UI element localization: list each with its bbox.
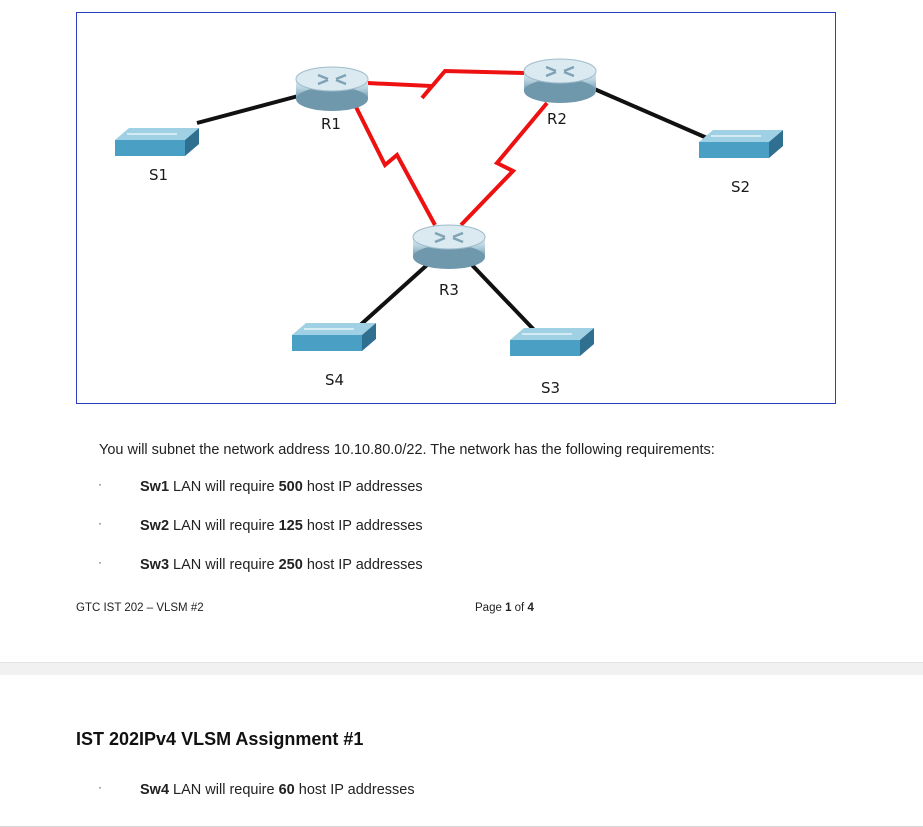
- document-page-2: IST 202IPv4 VLSM Assignment #1 · Sw4 LAN…: [0, 675, 923, 827]
- document-page-1: S1 R1 R2 S2 R3 S4 S3 You will subnet the…: [76, 12, 836, 614]
- link-r1-r3: [353, 104, 437, 226]
- page-separator: [0, 662, 923, 676]
- label-s4: S4: [325, 371, 344, 389]
- label-s3: S3: [541, 379, 560, 397]
- link-r3-s4: [355, 263, 429, 330]
- router-icon: [295, 66, 369, 111]
- network-topology-diagram: S1 R1 R2 S2 R3 S4 S3: [76, 12, 836, 404]
- switch-icon: [115, 128, 199, 156]
- label-s1: S1: [149, 166, 168, 184]
- requirement-text: Sw3 LAN will require 250 host IP address…: [140, 557, 423, 573]
- footer-page-number: Page 1 of 4: [475, 602, 534, 614]
- footer-course-label: GTC IST 202 – VLSM #2: [76, 602, 204, 614]
- ethernet-links: [196, 86, 708, 335]
- requirement-text: Sw1 LAN will require 500 host IP address…: [140, 479, 423, 495]
- bullet-icon: ·: [98, 555, 102, 569]
- page-title: IST 202IPv4 VLSM Assignment #1: [76, 729, 364, 749]
- intro-text: You will subnet the network address 10.1…: [99, 442, 715, 458]
- router-icon: [412, 224, 486, 269]
- link-r3-s3: [470, 263, 539, 335]
- label-r1: R1: [321, 115, 341, 133]
- label-s2: S2: [731, 178, 750, 196]
- serial-links: [353, 68, 549, 227]
- switch-icon: [510, 328, 594, 356]
- link-r1-r2: [366, 68, 526, 100]
- link-r2-r3: [459, 101, 549, 227]
- requirement-text: Sw2 LAN will require 125 host IP address…: [140, 518, 423, 534]
- requirement-text: Sw4 LAN will require 60 host IP addresse…: [140, 782, 415, 798]
- link-r2-s2: [591, 86, 708, 140]
- switch-icon: [292, 323, 376, 351]
- bullet-icon: ·: [98, 516, 102, 530]
- label-r2: R2: [547, 110, 567, 128]
- switch-icon: [699, 130, 783, 158]
- router-icon: [523, 58, 597, 103]
- bullet-icon: ·: [98, 477, 102, 491]
- link-s1-r1: [196, 93, 303, 125]
- label-r3: R3: [439, 281, 459, 299]
- bullet-icon: ·: [98, 780, 102, 794]
